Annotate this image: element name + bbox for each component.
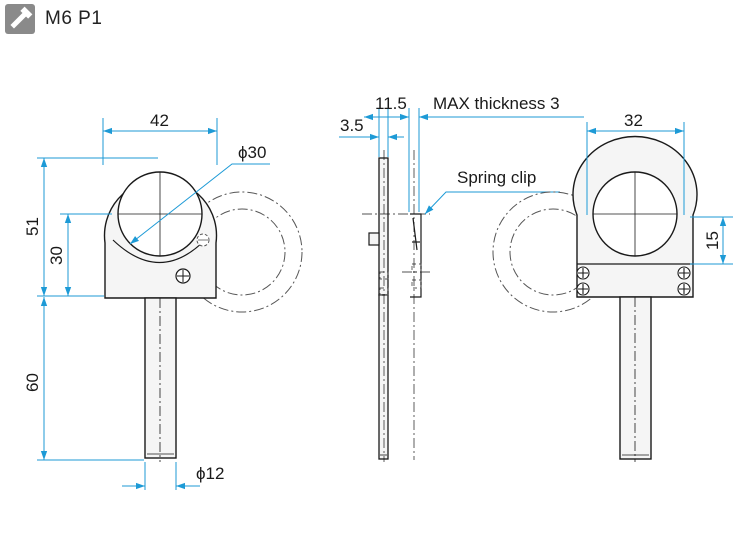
dim-side-11-5: 11.5 bbox=[375, 94, 407, 113]
front-post bbox=[144, 297, 177, 462]
page-header: M6 P1 bbox=[5, 2, 102, 36]
front-screw-head bbox=[175, 268, 191, 284]
dim-max-thickness: MAX thickness 3 bbox=[433, 94, 560, 113]
dim-bore-diameter: ϕ30 bbox=[238, 143, 266, 162]
side-view: 11.5 MAX thickness 3 3.5 Spring clip bbox=[339, 94, 584, 462]
dim-height-30: 30 bbox=[47, 246, 66, 265]
screw-icon bbox=[5, 4, 35, 34]
back-view: 32 15 bbox=[492, 111, 733, 462]
dim-side-3-5: 3.5 bbox=[340, 116, 364, 135]
label-spring-clip: Spring clip bbox=[457, 168, 536, 187]
side-knob bbox=[368, 232, 380, 246]
front-view: 42 ϕ30 51 30 60 ϕ12 bbox=[23, 111, 303, 490]
dim-length-60: 60 bbox=[23, 373, 42, 392]
back-screw-heads bbox=[576, 266, 691, 296]
side-plate bbox=[378, 157, 389, 296]
back-post bbox=[619, 296, 652, 462]
dim-rod-diameter: ϕ12 bbox=[196, 464, 224, 483]
page-title: M6 P1 bbox=[45, 8, 103, 29]
front-pivot-screw bbox=[196, 233, 210, 247]
front-clip-arc bbox=[112, 239, 206, 263]
dim-back-height-15: 15 bbox=[703, 231, 722, 250]
dim-width-42: 42 bbox=[150, 111, 169, 130]
dim-height-51: 51 bbox=[23, 217, 42, 236]
dim-back-width-32: 32 bbox=[624, 111, 643, 130]
